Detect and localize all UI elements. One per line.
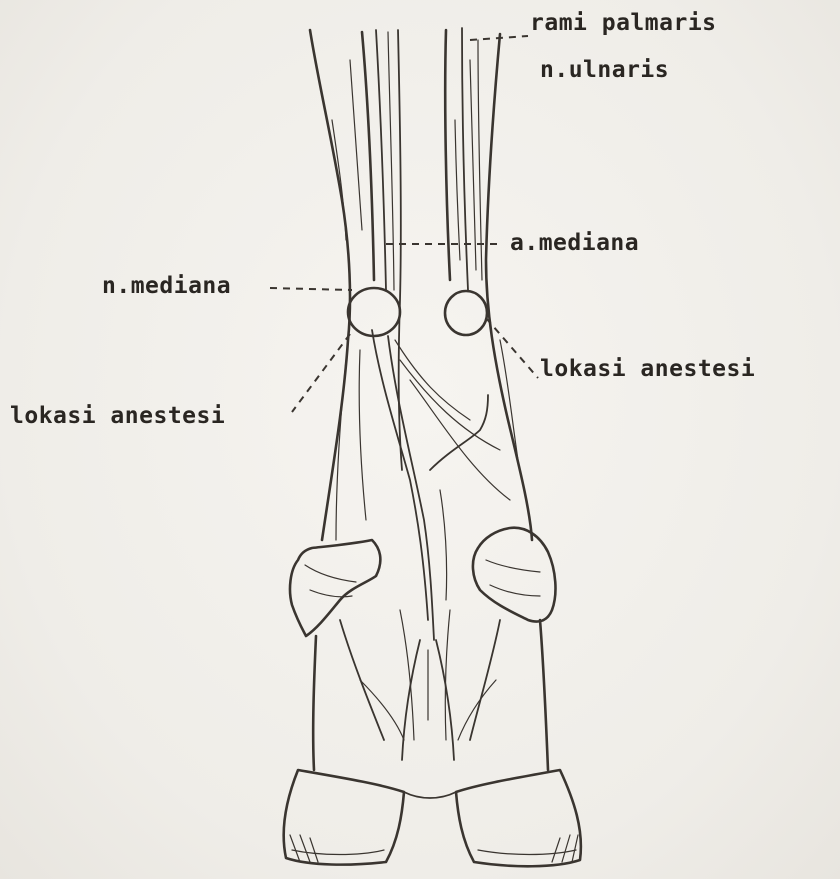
left-limb-shaft [310, 30, 402, 540]
anesthesia-site-right [445, 291, 487, 335]
left-skin-flap [290, 540, 380, 636]
lower-limb [313, 610, 548, 770]
label-lokasi-anestesi-left: lokasi anestesi [10, 405, 225, 428]
right-skin-flap [473, 528, 556, 622]
label-n-mediana: n.mediana [102, 275, 231, 298]
right-limb-shaft [445, 28, 532, 540]
label-lokasi-anestesi-right: lokasi anestesi [540, 358, 755, 381]
label-n-ulnaris: n.ulnaris [540, 59, 669, 82]
hooves [284, 770, 581, 866]
label-rami-palmaris: rami palmaris [530, 12, 717, 35]
nerves-and-vessels [336, 330, 518, 640]
label-a-mediana: a.mediana [510, 232, 639, 255]
leader-lines [270, 36, 538, 412]
anesthesia-site-left [348, 288, 400, 336]
